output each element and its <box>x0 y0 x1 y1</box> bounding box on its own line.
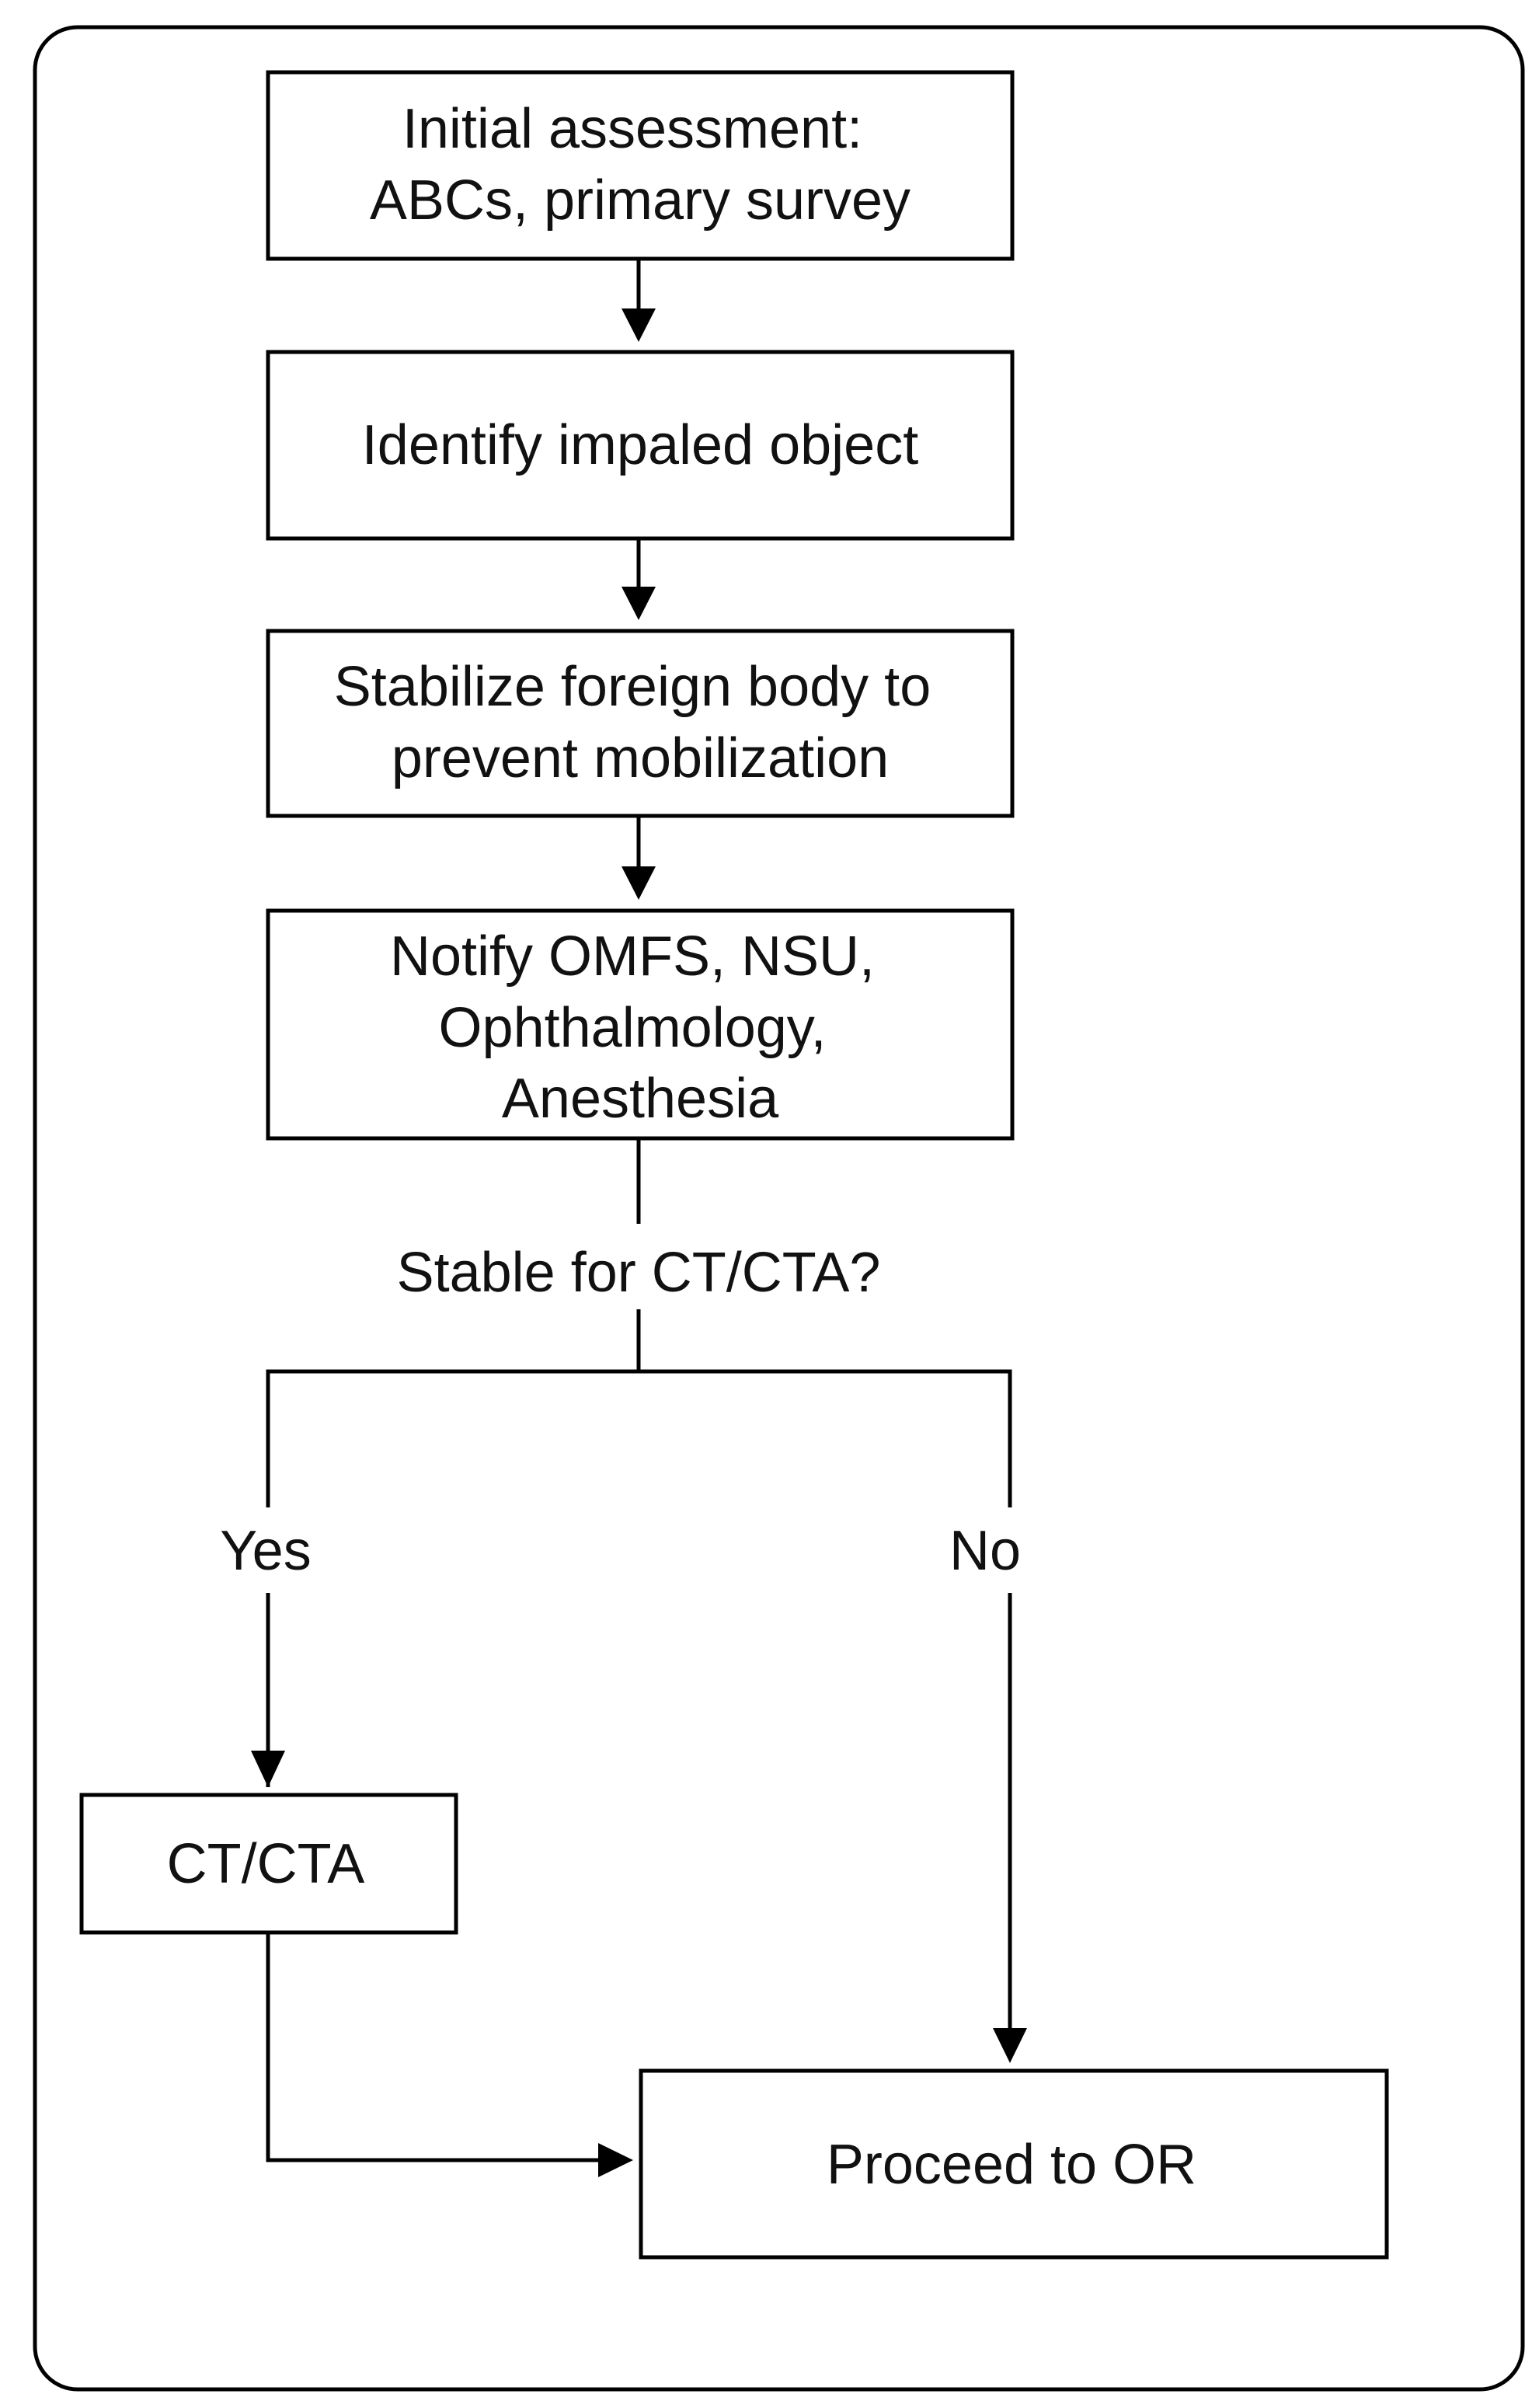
node-notify: Notify OMFS, NSU, Ophthalmology, Anesthe… <box>266 908 1015 1141</box>
node-label-line: Anesthesia <box>502 1068 779 1130</box>
arrowhead-2-3 <box>622 587 656 620</box>
decision-question: Stable for CT/CTA? <box>397 1242 881 1304</box>
node-label: Identify impaled object <box>362 414 918 476</box>
node-label: Initial assessment: ABCs, primary survey <box>370 98 911 232</box>
connector-ct-or <box>266 1932 604 2162</box>
yes-label-bg <box>202 1507 334 1593</box>
arrowhead-yes <box>251 1751 285 1787</box>
node-label-line: Stabilize foreign body to <box>334 656 931 718</box>
node-identify-object: Identify impaled object <box>266 350 1015 541</box>
arrowhead-1-2 <box>622 308 656 342</box>
node-label-line: CT/CTA <box>167 1833 365 1895</box>
branch-yes-label: Yes <box>220 1520 311 1582</box>
node-label-line: Proceed to OR <box>827 2134 1196 2196</box>
node-box <box>639 2068 1389 2260</box>
node-label-line: ABCs, primary survey <box>370 169 911 232</box>
no-label-bg <box>940 1507 1080 1593</box>
arrowhead-no <box>993 2028 1027 2063</box>
node-label-line: Notify OMFS, NSU, <box>390 925 875 988</box>
node-label-line: Ophthalmology, <box>439 997 827 1059</box>
arrowhead-3-4 <box>622 866 656 900</box>
node-initial-assessment: Initial assessment: ABCs, primary survey <box>266 70 1015 261</box>
node-label-line: prevent mobilization <box>392 727 889 789</box>
node-box <box>266 350 1015 541</box>
node-label: Notify OMFS, NSU, Ophthalmology, Anesthe… <box>390 925 890 1130</box>
node-label: Proceed to OR <box>827 2134 1196 2196</box>
branch-no-label: No <box>949 1520 1021 1582</box>
node-label-line: Identify impaled object <box>362 414 918 476</box>
node-label: Stabilize foreign body to prevent mobili… <box>334 656 947 789</box>
node-box <box>266 629 1015 818</box>
node-label-line: Initial assessment: <box>402 98 862 160</box>
node-box <box>266 70 1015 261</box>
node-stabilize: Stabilize foreign body to prevent mobili… <box>266 629 1015 818</box>
arrowhead-ct-or <box>598 2143 633 2177</box>
node-box <box>79 1793 458 1935</box>
node-ct-cta: CT/CTA <box>79 1793 458 1935</box>
node-proceed-or: Proceed to OR <box>639 2068 1389 2260</box>
node-label: CT/CTA <box>167 1833 365 1895</box>
decision-label-bg <box>353 1224 924 1309</box>
node-box <box>266 908 1015 1141</box>
